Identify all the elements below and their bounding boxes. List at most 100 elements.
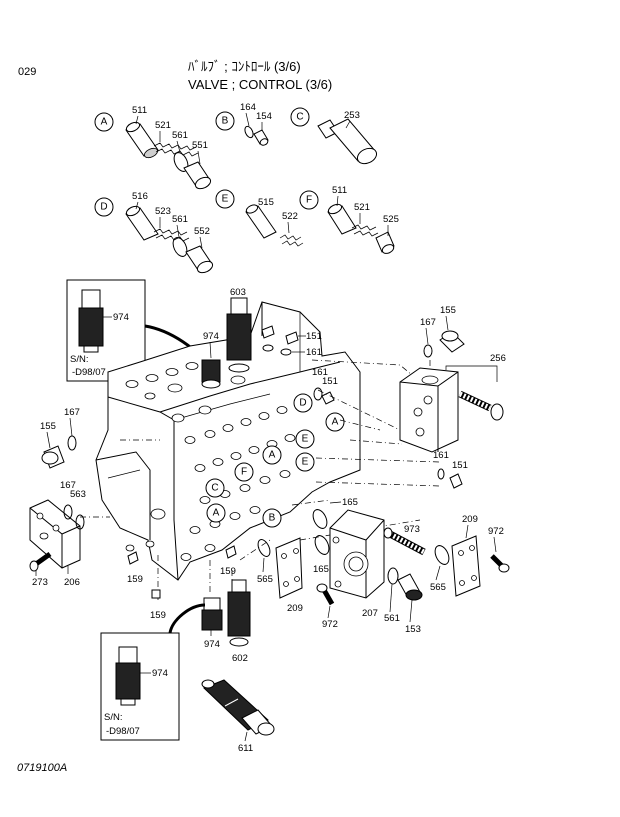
label-206: 206 xyxy=(64,577,80,588)
valve-body xyxy=(95,301,361,581)
label-159c: 159 xyxy=(150,610,166,621)
body-callout-e2: E xyxy=(302,457,309,468)
inset-sn-range: -D98/07 xyxy=(72,367,106,378)
label-165b: 165 xyxy=(313,564,329,575)
label-523: 523 xyxy=(155,206,171,217)
label-167-left: 167 xyxy=(64,407,80,418)
part-552-plug xyxy=(185,245,214,274)
callout-b-letter: B xyxy=(222,116,229,127)
part-521-spring-2 xyxy=(351,224,379,237)
body-callout-b: B xyxy=(269,513,276,524)
body-callout-a: A xyxy=(332,417,339,428)
label-511: 511 xyxy=(132,105,147,116)
part-209-plate-a: 209 xyxy=(275,537,303,614)
body-callout-c: C xyxy=(211,483,218,494)
part-155-plug-right: 155 xyxy=(439,305,465,353)
callout-d-circle xyxy=(94,197,114,217)
body-callout-a2: A xyxy=(269,450,276,461)
part-253-check-valve xyxy=(317,118,378,165)
parts-161-151-right: 161 151 xyxy=(433,450,468,489)
part-164-oring xyxy=(244,125,254,139)
label-974: 974 xyxy=(203,331,219,342)
callout-a-circle xyxy=(94,112,114,132)
inset-974-bottom: 974 S/N: -D98/07 xyxy=(100,603,206,741)
title-japanese: ﾊﾞﾙﾌﾞ ; ｺﾝﾄﾛｰﾙ (3/6) xyxy=(188,59,301,74)
label-551: 551 xyxy=(192,140,208,151)
label-155-left: 155 xyxy=(40,421,56,432)
part-167-oring-left2 xyxy=(63,504,73,520)
part-565-oring-b xyxy=(434,545,450,565)
label-151c: 151 xyxy=(452,460,468,471)
drawing-code: 0719100A xyxy=(17,762,67,774)
label-972a: 972 xyxy=(488,526,504,537)
label-164: 164 xyxy=(240,102,256,113)
label-161: 161 xyxy=(306,347,322,358)
parts-159: 159 159 159 xyxy=(127,545,237,621)
part-603-solenoid: 603 xyxy=(226,287,252,373)
callout-e-letter: E xyxy=(222,194,229,205)
callout-e-group-top: E 515 522 xyxy=(215,189,304,247)
part-561-oring-2 xyxy=(172,237,188,257)
small-plugs-top: 151 161 161 151 xyxy=(261,325,338,405)
part-523-spring xyxy=(153,228,190,242)
body-callouts: D A E A E F C A B xyxy=(205,393,345,528)
part-974-solenoid-small: 974 xyxy=(201,331,221,389)
part-273-bolt: 273 xyxy=(29,551,52,588)
title-english: VALVE ; CONTROL (3/6) xyxy=(188,77,332,92)
callout-c-group-top: C 253 xyxy=(290,107,378,165)
label-974c: 974 xyxy=(204,639,220,650)
callout-e-circle xyxy=(215,189,235,209)
part-561-oring-c xyxy=(387,567,399,585)
part-155-plug-left: 155 xyxy=(40,421,65,469)
label-565b: 565 xyxy=(430,582,446,593)
label-511: 511 xyxy=(332,185,347,196)
label-167c: 167 xyxy=(60,480,76,491)
callout-b-circle xyxy=(215,111,235,131)
label-972b: 972 xyxy=(322,619,338,630)
callout-f-letter: F xyxy=(306,195,312,206)
part-165-oring-a xyxy=(312,509,328,529)
label-561: 561 xyxy=(172,214,188,225)
label-151: 151 xyxy=(306,331,322,342)
label-525: 525 xyxy=(383,214,399,225)
solenoid-974-icon xyxy=(78,289,104,353)
part-154-plug xyxy=(253,129,269,146)
body-callout-e: E xyxy=(302,434,309,445)
callout-b-group-top: B 164 154 xyxy=(215,102,272,146)
inset-leader-bottom xyxy=(168,603,206,634)
label-154: 154 xyxy=(256,111,272,122)
label-155: 155 xyxy=(440,305,456,316)
label-552: 552 xyxy=(194,226,210,237)
body-callout-f: F xyxy=(241,467,247,478)
part-511-cylinder xyxy=(125,121,159,159)
label-161b: 161 xyxy=(312,367,328,378)
callout-c-letter: C xyxy=(296,112,303,123)
label-515: 515 xyxy=(258,197,274,208)
part-515-spool xyxy=(245,204,277,239)
part-611-solenoid-valve: 611 xyxy=(201,679,275,754)
label-153: 153 xyxy=(405,624,421,635)
inset-bottom-sn-label: S/N: xyxy=(104,712,122,723)
part-167-oring-right xyxy=(423,344,433,358)
page-number: 029 xyxy=(18,66,36,78)
part-525-plug xyxy=(375,231,395,254)
label-602: 602 xyxy=(232,653,248,664)
label-253: 253 xyxy=(344,110,360,121)
label-521: 521 xyxy=(155,120,171,131)
label-159a: 159 xyxy=(127,574,143,585)
part-973-bolt: 973 xyxy=(383,524,426,556)
part-972-bolt-b: 972 xyxy=(488,526,510,573)
part-972-bolt-a: 972 xyxy=(316,583,338,630)
label-256: 256 xyxy=(490,353,506,364)
solenoid-974-icon-bottom xyxy=(115,646,141,706)
label-565a: 565 xyxy=(257,574,273,585)
label-516: 516 xyxy=(132,191,148,202)
part-206-plate: 206 xyxy=(29,499,81,588)
label-521: 521 xyxy=(354,202,370,213)
label-273: 273 xyxy=(32,577,48,588)
part-522-spring xyxy=(279,234,304,247)
label-209b: 209 xyxy=(462,514,478,525)
part-256-block: 256 xyxy=(399,353,506,453)
part-153-plug: 153 xyxy=(397,573,423,635)
